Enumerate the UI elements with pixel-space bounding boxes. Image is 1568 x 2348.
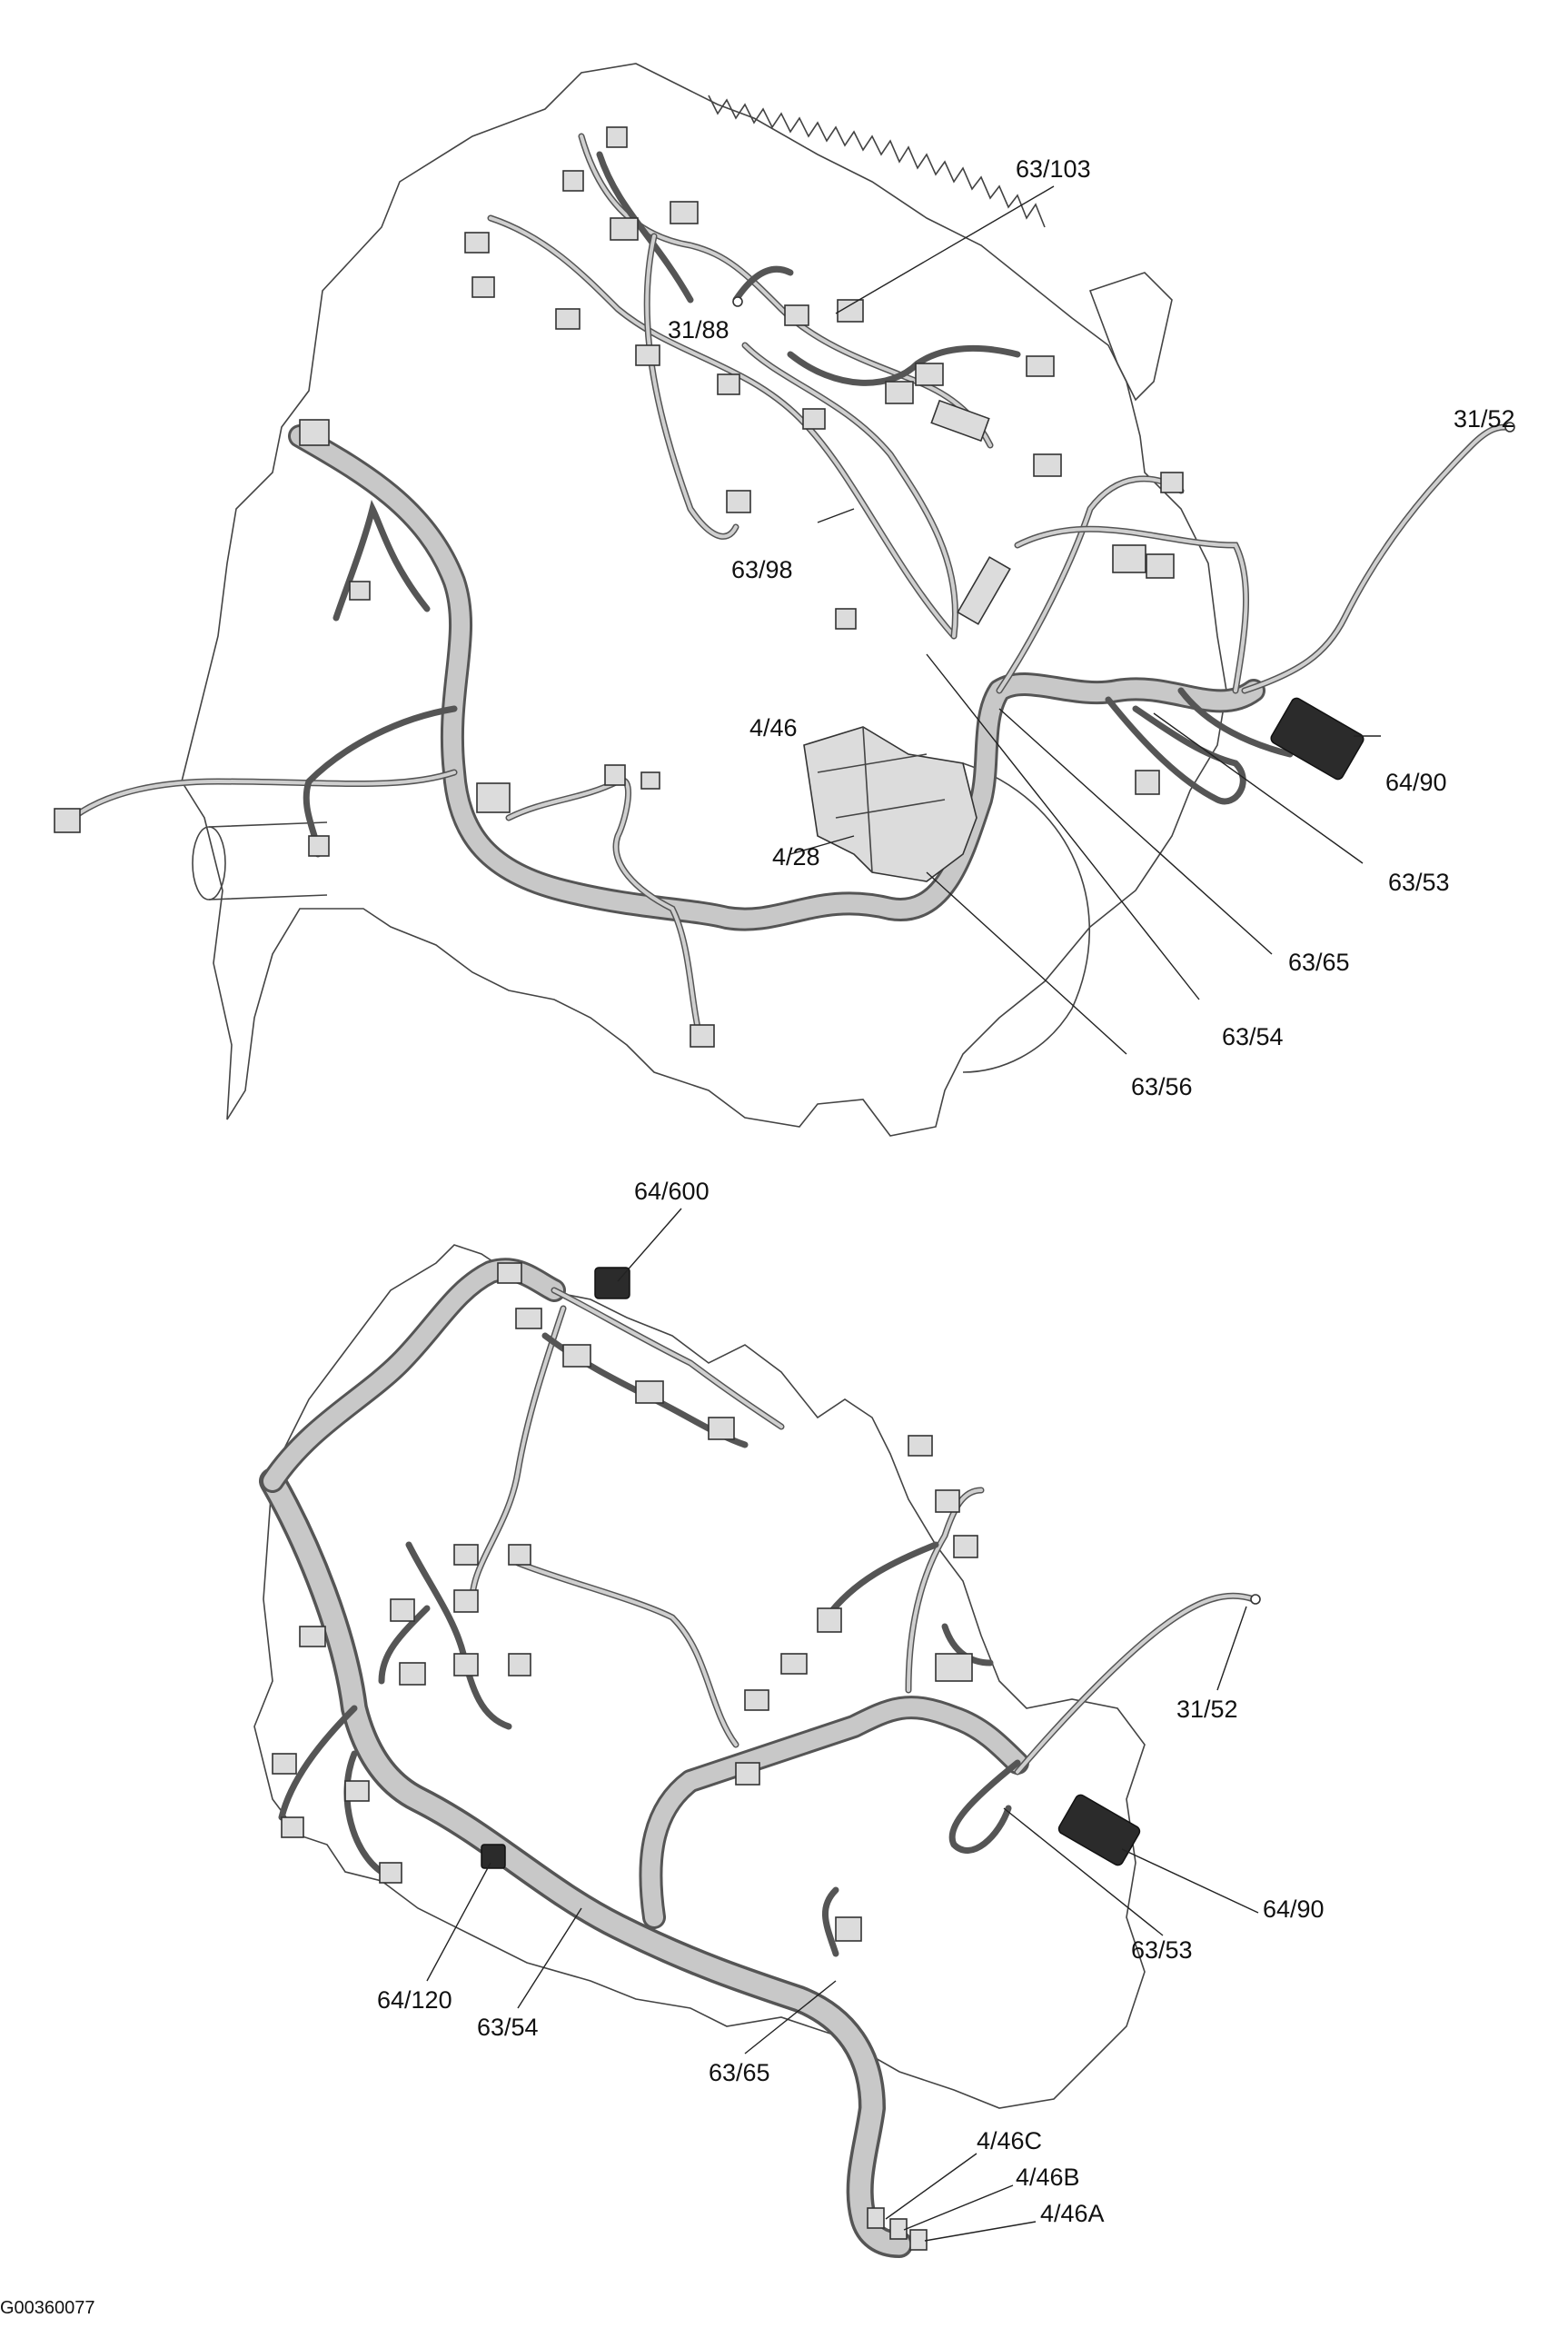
label-63-54-top: 63/54 [1222, 1023, 1284, 1050]
label-64-90-bottom: 64/90 [1263, 1895, 1325, 1923]
label-63-53-top: 63/53 [1388, 869, 1450, 896]
top-connectors [54, 126, 1365, 1048]
top-engine-outline [181, 63, 1227, 1137]
top-engine-view: 63/103 31/88 31/52 63/98 4/46 4/28 64/90… [54, 63, 1515, 1137]
label-4-46b: 4/46B [1016, 2164, 1080, 2191]
label-4-46c: 4/46C [977, 2127, 1042, 2154]
label-31-52-bottom: 31/52 [1176, 1696, 1238, 1723]
label-63-98: 63/98 [731, 556, 793, 583]
label-63-103: 63/103 [1016, 155, 1091, 183]
bottom-harness [259, 1258, 1261, 2258]
bottom-engine-view: 64/600 31/52 64/90 63/53 64/120 63/54 63… [253, 1178, 1325, 2258]
label-4-46-top: 4/46 [749, 714, 798, 741]
top-sawtooth-edge [708, 95, 1046, 228]
label-31-52-top: 31/52 [1454, 405, 1515, 433]
label-63-65-bottom: 63/65 [709, 2059, 770, 2086]
label-4-46a: 4/46A [1040, 2200, 1105, 2227]
bottom-connectors [272, 1262, 1141, 2251]
label-64-120: 64/120 [377, 1986, 452, 2014]
label-31-88: 31/88 [668, 316, 729, 343]
bottom-leaders [426, 1208, 1259, 2242]
top-bracket-outline [1088, 272, 1173, 402]
label-63-65-top: 63/65 [1288, 949, 1350, 976]
top-harness [69, 133, 1515, 1040]
top-leaders [789, 185, 1381, 1055]
top-pipe-body [208, 821, 328, 900]
label-64-600: 64/600 [634, 1178, 710, 1205]
label-64-90-top: 64/90 [1385, 769, 1447, 796]
top-dome-outline [962, 762, 1091, 1073]
label-63-53-bottom: 63/53 [1131, 1936, 1193, 1964]
label-63-54-bottom: 63/54 [477, 2014, 539, 2041]
label-63-56: 63/56 [1131, 1073, 1193, 1100]
label-4-28: 4/28 [772, 843, 820, 871]
figure-code: G00360077 [0, 2298, 95, 2318]
